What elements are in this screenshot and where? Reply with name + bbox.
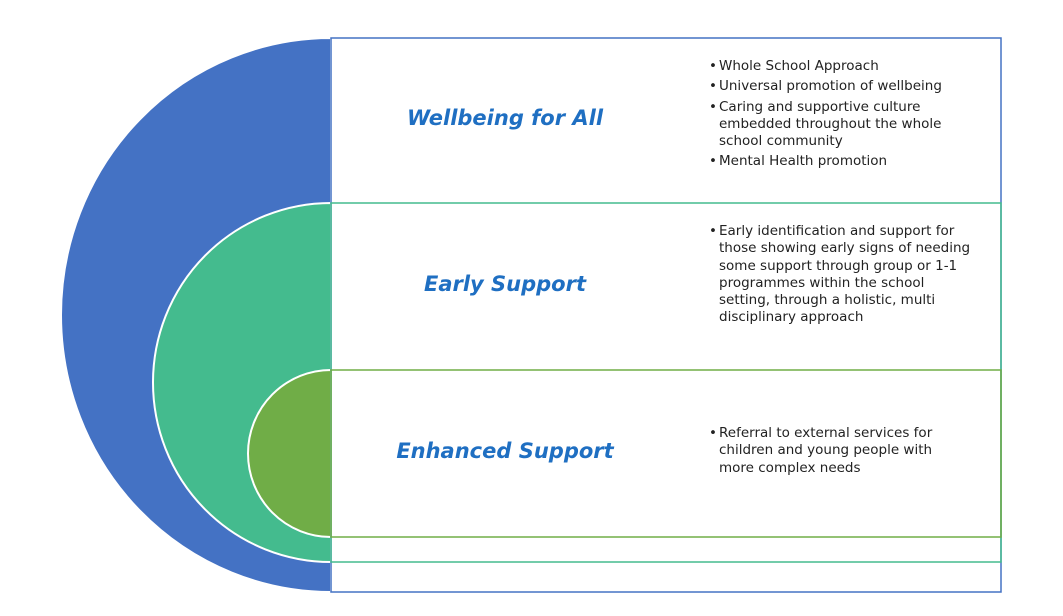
tier-1-bullet: Caring and supportive culture embedded t…: [709, 99, 971, 151]
tier-1-bullets: Whole School Approach Universal promotio…: [709, 58, 971, 174]
tier-2-title: Early Support: [423, 272, 587, 296]
tier-3-arc: [247, 368, 332, 539]
tier-2-bullets: Early identification and support for tho…: [709, 223, 971, 330]
tier-1-bullet: Mental Health promotion: [709, 153, 971, 171]
tier-2-bullet: Early identification and support for tho…: [709, 223, 971, 327]
tier-1-bullet: Universal promotion of wellbeing: [709, 78, 971, 96]
tier-3-title: Enhanced Support: [396, 439, 614, 463]
tier-1-bullet: Whole School Approach: [709, 58, 971, 76]
tier-3-bullets: Referral to external services for childr…: [709, 425, 971, 480]
tier-1-title: Wellbeing for All: [406, 106, 604, 130]
tier-3-bullet: Referral to external services for childr…: [709, 425, 971, 477]
tier-3-box: [330, 369, 1002, 538]
